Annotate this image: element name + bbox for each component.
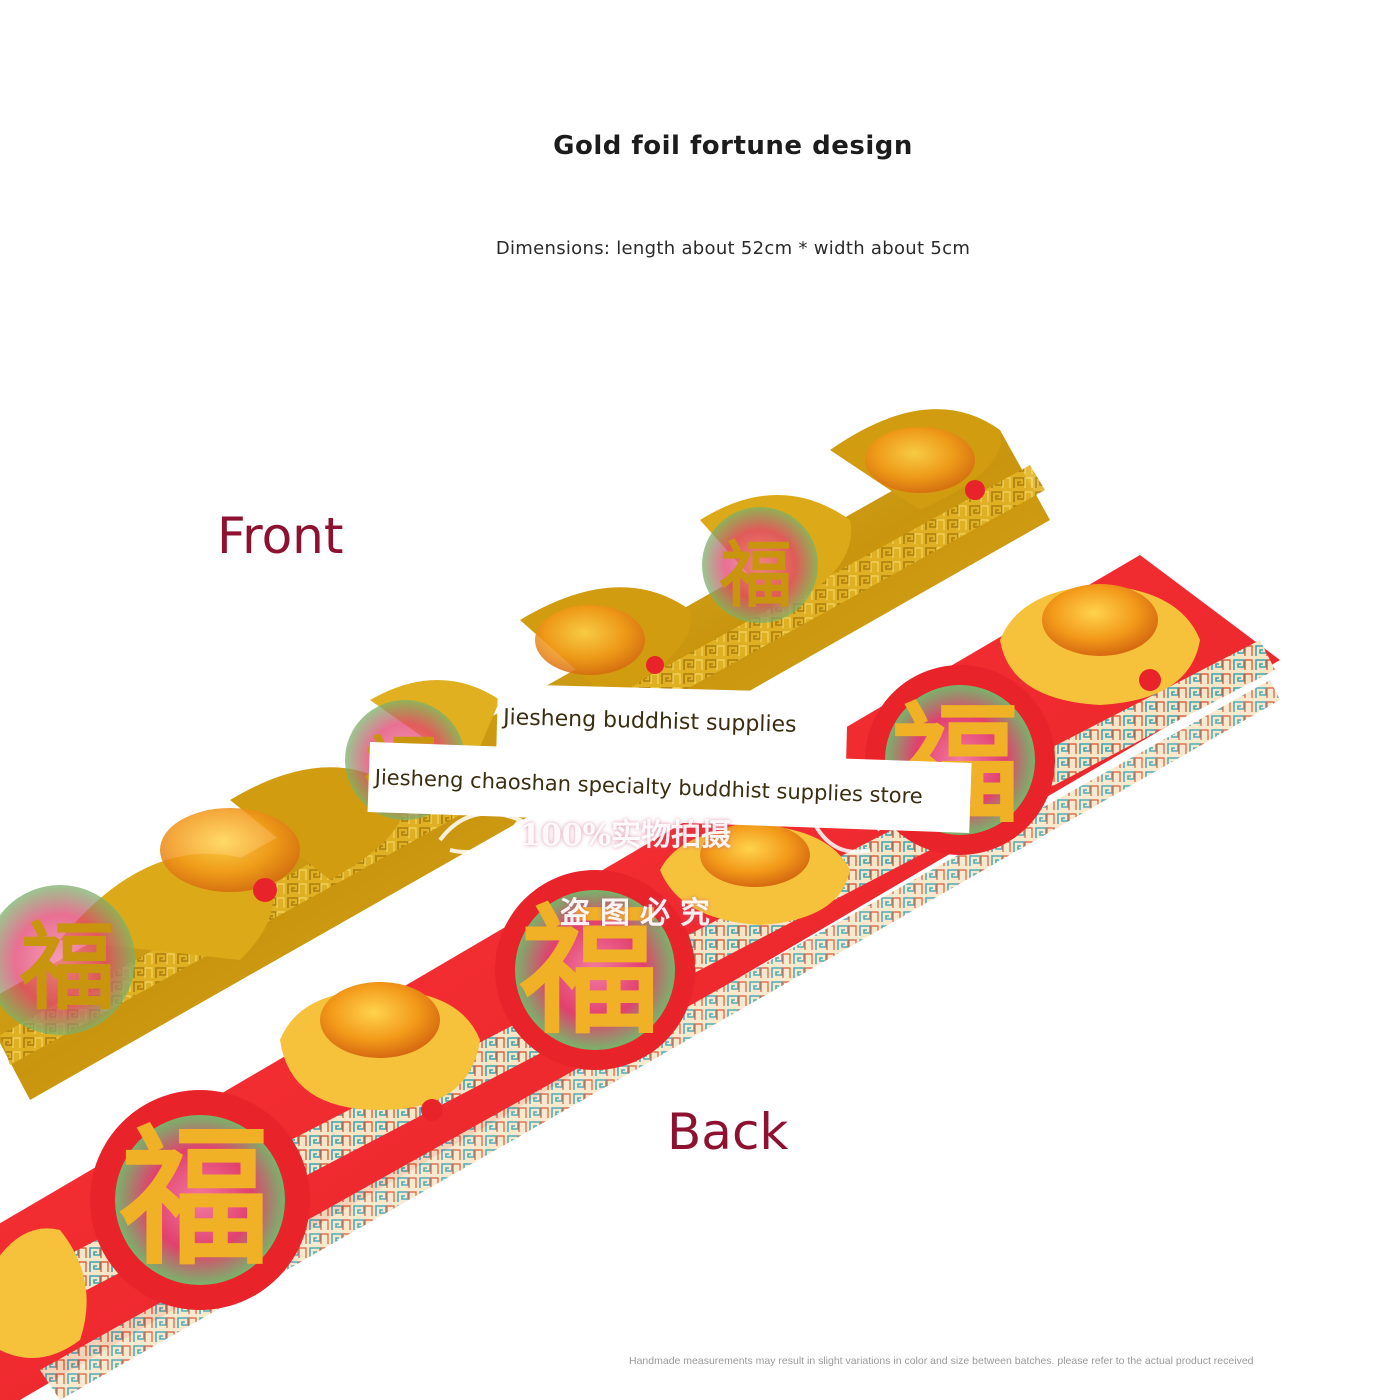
red-dot-icon	[646, 656, 664, 674]
back-ingots	[0, 584, 1200, 1358]
fu-disc-icon	[702, 507, 818, 623]
page-title: Gold foil fortune design	[553, 131, 913, 161]
ingot-top	[1042, 584, 1158, 656]
gold-ingot-icon	[0, 1228, 87, 1358]
red-dot-icon	[253, 878, 277, 902]
red-dot-icon	[1139, 669, 1161, 691]
stamp-text-real-photo: 100%实物拍摄	[520, 818, 732, 853]
gold-ingot-icon	[535, 605, 645, 675]
dimensions-text: Dimensions: length about 52cm * width ab…	[495, 238, 971, 259]
ingot-top	[320, 982, 440, 1058]
front-ingots	[160, 427, 985, 902]
red-dot-icon	[421, 1099, 443, 1121]
fu-disc-icon	[515, 890, 675, 1050]
fu-character: 福	[719, 532, 792, 617]
gold-ingot-icon	[160, 808, 300, 892]
front-label: Front	[217, 507, 344, 565]
gold-ingot-icon	[865, 427, 975, 493]
stamp-text-copyright: 盗图必究	[560, 896, 720, 931]
fu-character: 福	[19, 912, 115, 1023]
back-label: Back	[667, 1103, 789, 1161]
fu-disc-icon	[115, 1115, 285, 1285]
red-dot-icon	[965, 480, 985, 500]
ingot-top	[700, 823, 810, 887]
fu-character: 福	[119, 1110, 270, 1286]
fu-disc-icon	[0, 885, 135, 1035]
disclaimer-footnote: Handmade measurements may result in slig…	[629, 1355, 1254, 1367]
fu-character: 福	[519, 890, 660, 1054]
